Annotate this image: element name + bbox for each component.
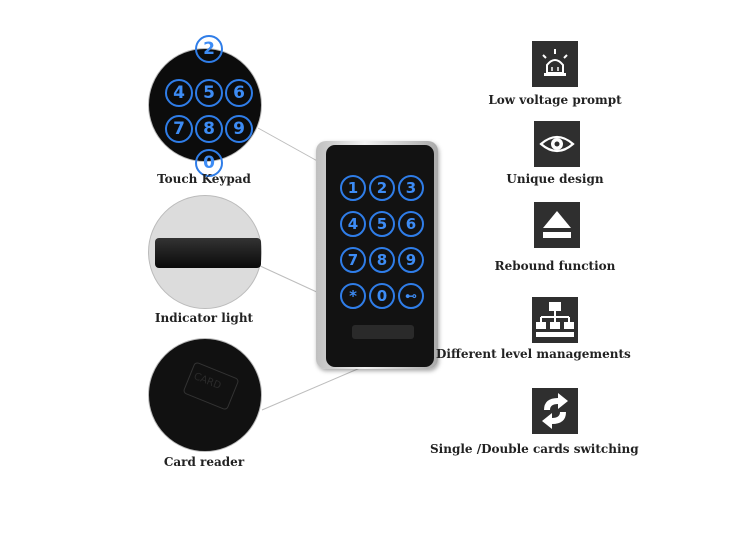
warning-light-icon [532,41,578,87]
key-5[interactable]: 5 [369,211,395,237]
key-3[interactable]: 3 [398,175,424,201]
key-unlock[interactable]: ⊷ [398,283,424,309]
lock-device: 1 2 3 4 5 6 7 8 9 * 0 ⊷ [316,141,438,369]
key-2[interactable]: 2 [369,175,395,201]
key-8[interactable]: 8 [369,247,395,273]
touch-keypad-label: Touch Keypad [157,172,251,186]
touch-keypad-zoom: 2 4 5 6 7 8 9 0 [148,35,262,177]
feature-label-level-management: Different level managements [436,347,631,361]
keypad-grid: 1 2 3 4 5 6 7 8 9 * 0 ⊷ [340,175,430,315]
zoom-key-7: 7 [165,115,193,143]
hierarchy-icon [532,297,578,343]
device-panel: 1 2 3 4 5 6 7 8 9 * 0 ⊷ [326,145,434,367]
key-7[interactable]: 7 [340,247,366,273]
feature-label-unique-design: Unique design [506,172,604,186]
feature-label-card-switching: Single /Double cards switching [430,442,639,456]
key-4[interactable]: 4 [340,211,366,237]
indicator-light-bar [155,238,261,268]
eye-icon [534,121,580,167]
zoom-key-6: 6 [225,79,253,107]
eject-icon [534,202,580,248]
zoom-key-5: 5 [195,79,223,107]
indicator-light-zoom [148,195,262,309]
zoom-key-8: 8 [195,115,223,143]
feature-label-low-voltage: Low voltage prompt [488,93,622,107]
zoom-key-4: 4 [165,79,193,107]
feature-label-rebound: Rebound function [494,259,616,273]
key-1[interactable]: 1 [340,175,366,201]
card-reader-zoom: CARD [148,338,262,452]
switch-arrows-icon [532,388,578,434]
key-6[interactable]: 6 [398,211,424,237]
key-9[interactable]: 9 [398,247,424,273]
zoom-key-9: 9 [225,115,253,143]
device-indicator-light [352,325,414,339]
card-reader-label: Card reader [163,455,245,469]
key-0[interactable]: 0 [369,283,395,309]
key-star[interactable]: * [340,283,366,309]
indicator-light-label: Indicator light [154,311,254,325]
zoom-key-2: 2 [195,35,223,63]
zoom-key-0: 0 [195,149,223,177]
